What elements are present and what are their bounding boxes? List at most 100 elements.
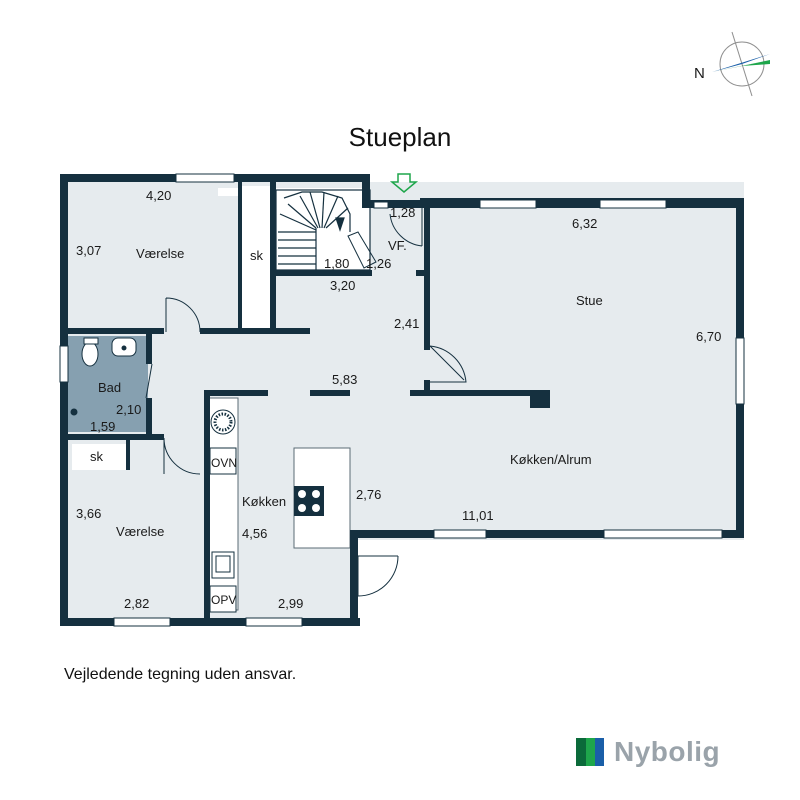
dim-alrum-width: 11,01 — [462, 508, 494, 523]
stair-outline — [283, 191, 351, 232]
wall-room1-bottom — [68, 328, 164, 334]
wall-stair-bottom — [276, 270, 372, 276]
room-labels: 4,20 3,07 Værelse sk 1,80 1,28 VF. 1,26 … — [76, 188, 721, 611]
window — [433, 529, 487, 539]
room-vaerelse1: Værelse — [136, 246, 184, 261]
dim-vf-width: 1,28 — [390, 205, 415, 220]
dim-koekken-width: 2,99 — [278, 596, 303, 611]
wall-hall-segment — [310, 390, 350, 396]
wall-closet-1-left — [238, 182, 242, 332]
toilet-tank — [83, 337, 99, 345]
window — [373, 201, 389, 209]
wall-kitchen-top — [204, 390, 268, 396]
window — [59, 345, 69, 383]
wall-bath-bottom — [68, 434, 164, 440]
dim-bad-height: 2,10 — [116, 402, 141, 417]
stair-step — [309, 191, 321, 229]
dim-hall-width: 3,20 — [330, 278, 355, 293]
room-koekken: Køkken — [242, 494, 286, 509]
stair-direction-arrow — [335, 217, 345, 232]
logo-bar-3 — [595, 738, 604, 766]
dim-stue-height: 6,70 — [696, 329, 721, 344]
dim-koekken-height: 4,56 — [242, 526, 267, 541]
outer-wall-step — [362, 174, 370, 208]
windows — [59, 173, 745, 627]
wall-column — [530, 390, 550, 408]
shower-drain-icon — [70, 408, 78, 416]
window — [113, 617, 171, 627]
dim-stue-width: 6,32 — [572, 216, 597, 231]
window — [245, 617, 303, 627]
wall-vf-bottom — [416, 270, 430, 276]
burner — [298, 504, 306, 512]
window — [603, 529, 723, 539]
room-sk1: sk — [250, 248, 264, 263]
doors — [145, 208, 467, 597]
room-sk2: sk — [90, 449, 104, 464]
door-entrance — [357, 555, 399, 597]
nybolig-logo: Nybolig — [576, 736, 721, 767]
window — [175, 173, 235, 183]
sink-drain — [121, 345, 127, 351]
compass-needle-south — [742, 60, 770, 66]
stove-fan-blades — [213, 412, 233, 432]
dim-vf-height: 1,26 — [366, 256, 391, 271]
compass-icon: N — [694, 31, 770, 97]
outer-wall-bottom-right — [350, 530, 744, 538]
stair-step — [321, 191, 325, 229]
kitchen-appliances — [209, 409, 324, 613]
room-koekken-alrum: Køkken/Alrum — [510, 452, 592, 467]
room-vf: VF. — [388, 238, 407, 253]
dim-vaerelse2-width: 2,82 — [124, 596, 149, 611]
logo-bar-1 — [576, 738, 586, 766]
dishwasher-box — [209, 585, 237, 613]
compass-needle-mid — [712, 60, 770, 72]
door-room1 — [165, 297, 201, 333]
door-wc — [347, 231, 377, 269]
stair-step — [279, 213, 317, 231]
door-stue — [429, 345, 467, 383]
room-stue: Stue — [576, 293, 603, 308]
oven-box — [209, 447, 237, 475]
floor-areas — [68, 182, 744, 620]
room-vaerelse2: Værelse — [116, 524, 164, 539]
bath-fixtures — [70, 337, 137, 416]
dim-vaerelse2-height: 3,66 — [76, 506, 101, 521]
wall-column-2 — [424, 380, 430, 396]
wall-bath-right-bottom — [146, 398, 152, 438]
dim-vaerelse1-width: 4,20 — [146, 188, 171, 203]
dishwasher-label: OPV — [211, 593, 236, 607]
outer-wall-left — [60, 174, 68, 626]
closet-1-floor — [242, 186, 270, 328]
plan-title: Stueplan — [348, 122, 452, 152]
wall-closet-2-side — [126, 440, 130, 470]
door-vf — [389, 208, 423, 247]
window — [735, 337, 745, 405]
dim-hall-height: 2,41 — [394, 316, 419, 331]
burner — [298, 490, 306, 498]
dim-bad-width: 1,59 — [90, 419, 115, 434]
outer-wall-entrance-top — [362, 200, 422, 208]
outer-wall-top-right — [420, 198, 742, 208]
staircase — [275, 189, 371, 271]
wall-bath-right-top — [146, 334, 152, 364]
stair-step — [299, 195, 319, 229]
logo-bar-2 — [586, 738, 595, 766]
cooktop-icon — [294, 486, 324, 516]
window — [479, 199, 537, 209]
burner — [312, 490, 320, 498]
dim-hall-length: 5,83 — [332, 372, 357, 387]
stair-step — [323, 195, 339, 229]
outer-wall-entrance-side — [350, 530, 358, 626]
window — [599, 199, 667, 209]
toilet-icon — [81, 341, 99, 367]
outside-cutout — [358, 540, 744, 620]
disclaimer: Vejledende tegning uden ansvar. — [64, 666, 297, 683]
wall-alrum-top — [410, 390, 550, 396]
kitchen-sink-bowl — [215, 555, 231, 573]
dim-island: 2,76 — [356, 487, 381, 502]
room-bad: Bad — [98, 380, 121, 395]
wall-stue-left — [424, 208, 430, 350]
brand-name: Nybolig — [614, 736, 721, 767]
dim-stairs: 1,80 — [324, 256, 349, 271]
